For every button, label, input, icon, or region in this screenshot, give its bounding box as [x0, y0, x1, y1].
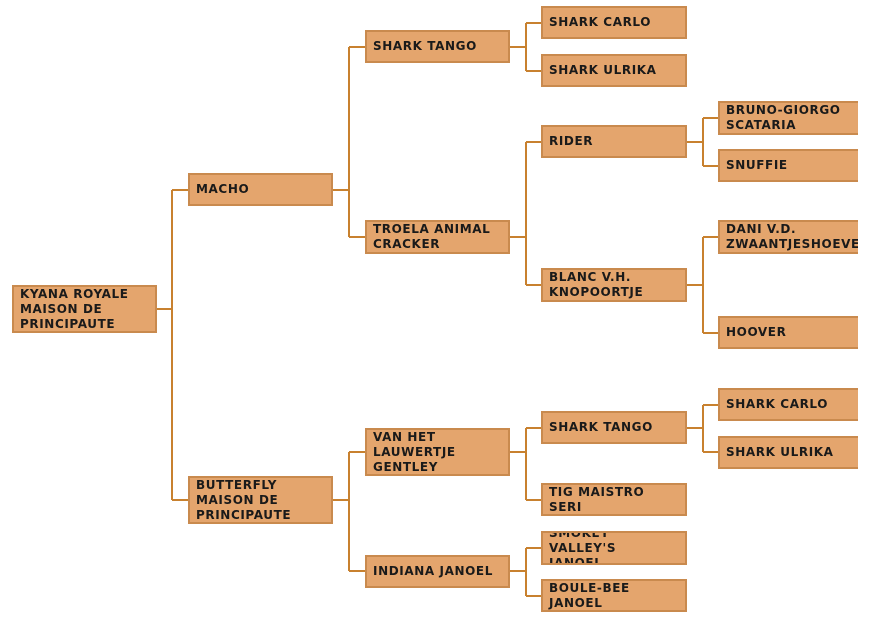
ds-dam-name: TIG MAISTRO SERI — [549, 484, 645, 514]
dd-sire-box: SMOKEY VALLEY'S JANOEL — [541, 531, 687, 565]
sire-sire-name: SHARK TANGO — [373, 39, 477, 53]
ss-sire-box: SHARK CARLO — [541, 6, 687, 39]
sd-sire-box: RIDER — [541, 125, 687, 158]
dam-dam-name: INDIANA JANOEL — [373, 564, 493, 578]
dd-dam-name: BOULE-BEE JANOEL — [549, 580, 630, 610]
ss-dam-box: SHARK ULRIKA — [541, 54, 687, 87]
dd-dam-box: BOULE-BEE JANOEL — [541, 579, 687, 612]
sds-dam-name: SNUFFIE — [726, 158, 788, 172]
subject-dog-name: KYANA ROYALE MAISON DE PRINCIPAUTE — [20, 286, 129, 331]
sds-sire-box: BRUNO-GIORGO SCATARIA — [718, 101, 858, 135]
ds-dam-box: TIG MAISTRO SERI — [541, 483, 687, 516]
dam-name: BUTTERFLY MAISON DE PRINCIPAUTE — [196, 477, 292, 522]
sd-dam-name: BLANC V.H. KNOPOORTJE — [549, 270, 644, 299]
dam-dam-box: INDIANA JANOEL — [365, 555, 510, 588]
ds-sire-box: SHARK TANGO — [541, 411, 687, 444]
dss-sire-box: SHARK CARLO — [718, 388, 858, 421]
sds-sire-name: BRUNO-GIORGO SCATARIA — [726, 103, 841, 132]
dss-dam-name: SHARK ULRIKA — [726, 445, 834, 459]
sd-sire-name: RIDER — [549, 134, 594, 148]
dam-sire-name: VAN HET LAUWERTJE GENTLEY — [373, 429, 456, 474]
sdd-sire-box: DANI V.D. ZWAANTJESHOEVE — [718, 220, 858, 254]
dd-sire-name: SMOKEY VALLEY'S JANOEL — [549, 531, 617, 565]
sire-name: MACHO — [196, 182, 250, 196]
dss-sire-name: SHARK CARLO — [726, 397, 829, 411]
ss-sire-name: SHARK CARLO — [549, 15, 652, 29]
dam-box: BUTTERFLY MAISON DE PRINCIPAUTE — [188, 476, 333, 524]
sire-sire-box: SHARK TANGO — [365, 30, 510, 63]
sdd-sire-name: DANI V.D. ZWAANTJESHOEVE — [726, 222, 858, 251]
ss-dam-name: SHARK ULRIKA — [549, 63, 657, 77]
sdd-dam-box: HOOVER — [718, 316, 858, 349]
ds-sire-name: SHARK TANGO — [549, 420, 653, 434]
sd-dam-box: BLANC V.H. KNOPOORTJE — [541, 268, 687, 302]
dss-dam-box: SHARK ULRIKA — [718, 436, 858, 469]
sire-box: MACHO — [188, 173, 333, 206]
sire-dam-name: TROELA ANIMAL CRACKER — [373, 222, 491, 251]
subject-dog-box: KYANA ROYALE MAISON DE PRINCIPAUTE — [12, 285, 157, 333]
dam-sire-box: VAN HET LAUWERTJE GENTLEY — [365, 428, 510, 476]
sire-dam-box: TROELA ANIMAL CRACKER — [365, 220, 510, 254]
sdd-dam-name: HOOVER — [726, 325, 787, 339]
sds-dam-box: SNUFFIE — [718, 149, 858, 182]
